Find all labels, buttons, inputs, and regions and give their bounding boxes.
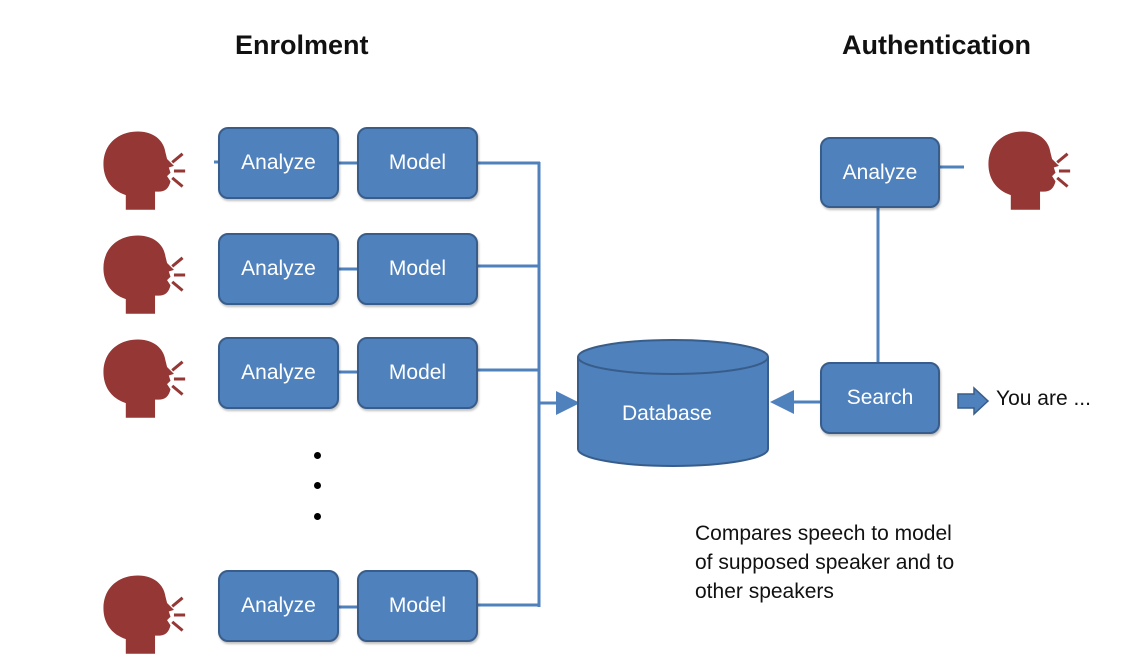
model-box: Model: [357, 570, 478, 642]
model-box: Model: [357, 127, 478, 199]
analyze-box: Analyze: [218, 233, 339, 305]
ellipsis-dot: [314, 452, 321, 459]
speaking-head-icon: [103, 235, 186, 314]
ellipsis-dot: [314, 513, 321, 520]
search-box: Search: [820, 362, 940, 434]
authentication-title: Authentication: [842, 30, 1031, 60]
comparison-note: Compares speech to model of supposed spe…: [695, 522, 955, 603]
right-block-arrow-icon: [957, 386, 990, 416]
analyze-box: Analyze: [218, 570, 339, 642]
speaking-head-icon: [103, 131, 186, 210]
ellipsis-dot: [314, 482, 321, 489]
auth-analyze-box: Analyze: [820, 137, 940, 208]
result-text: You are ...: [996, 387, 1091, 410]
model-box: Model: [357, 337, 478, 409]
analyze-box: Analyze: [218, 337, 339, 409]
speaking-head-icon: [988, 131, 1071, 210]
model-box: Model: [357, 233, 478, 305]
database-cylinder: [577, 339, 769, 467]
speaking-head-icon: [103, 339, 186, 418]
speaking-head-icon: [103, 575, 186, 654]
enrolment-title: Enrolment: [235, 30, 369, 60]
analyze-box: Analyze: [218, 127, 339, 199]
database-label: Database: [622, 402, 712, 425]
